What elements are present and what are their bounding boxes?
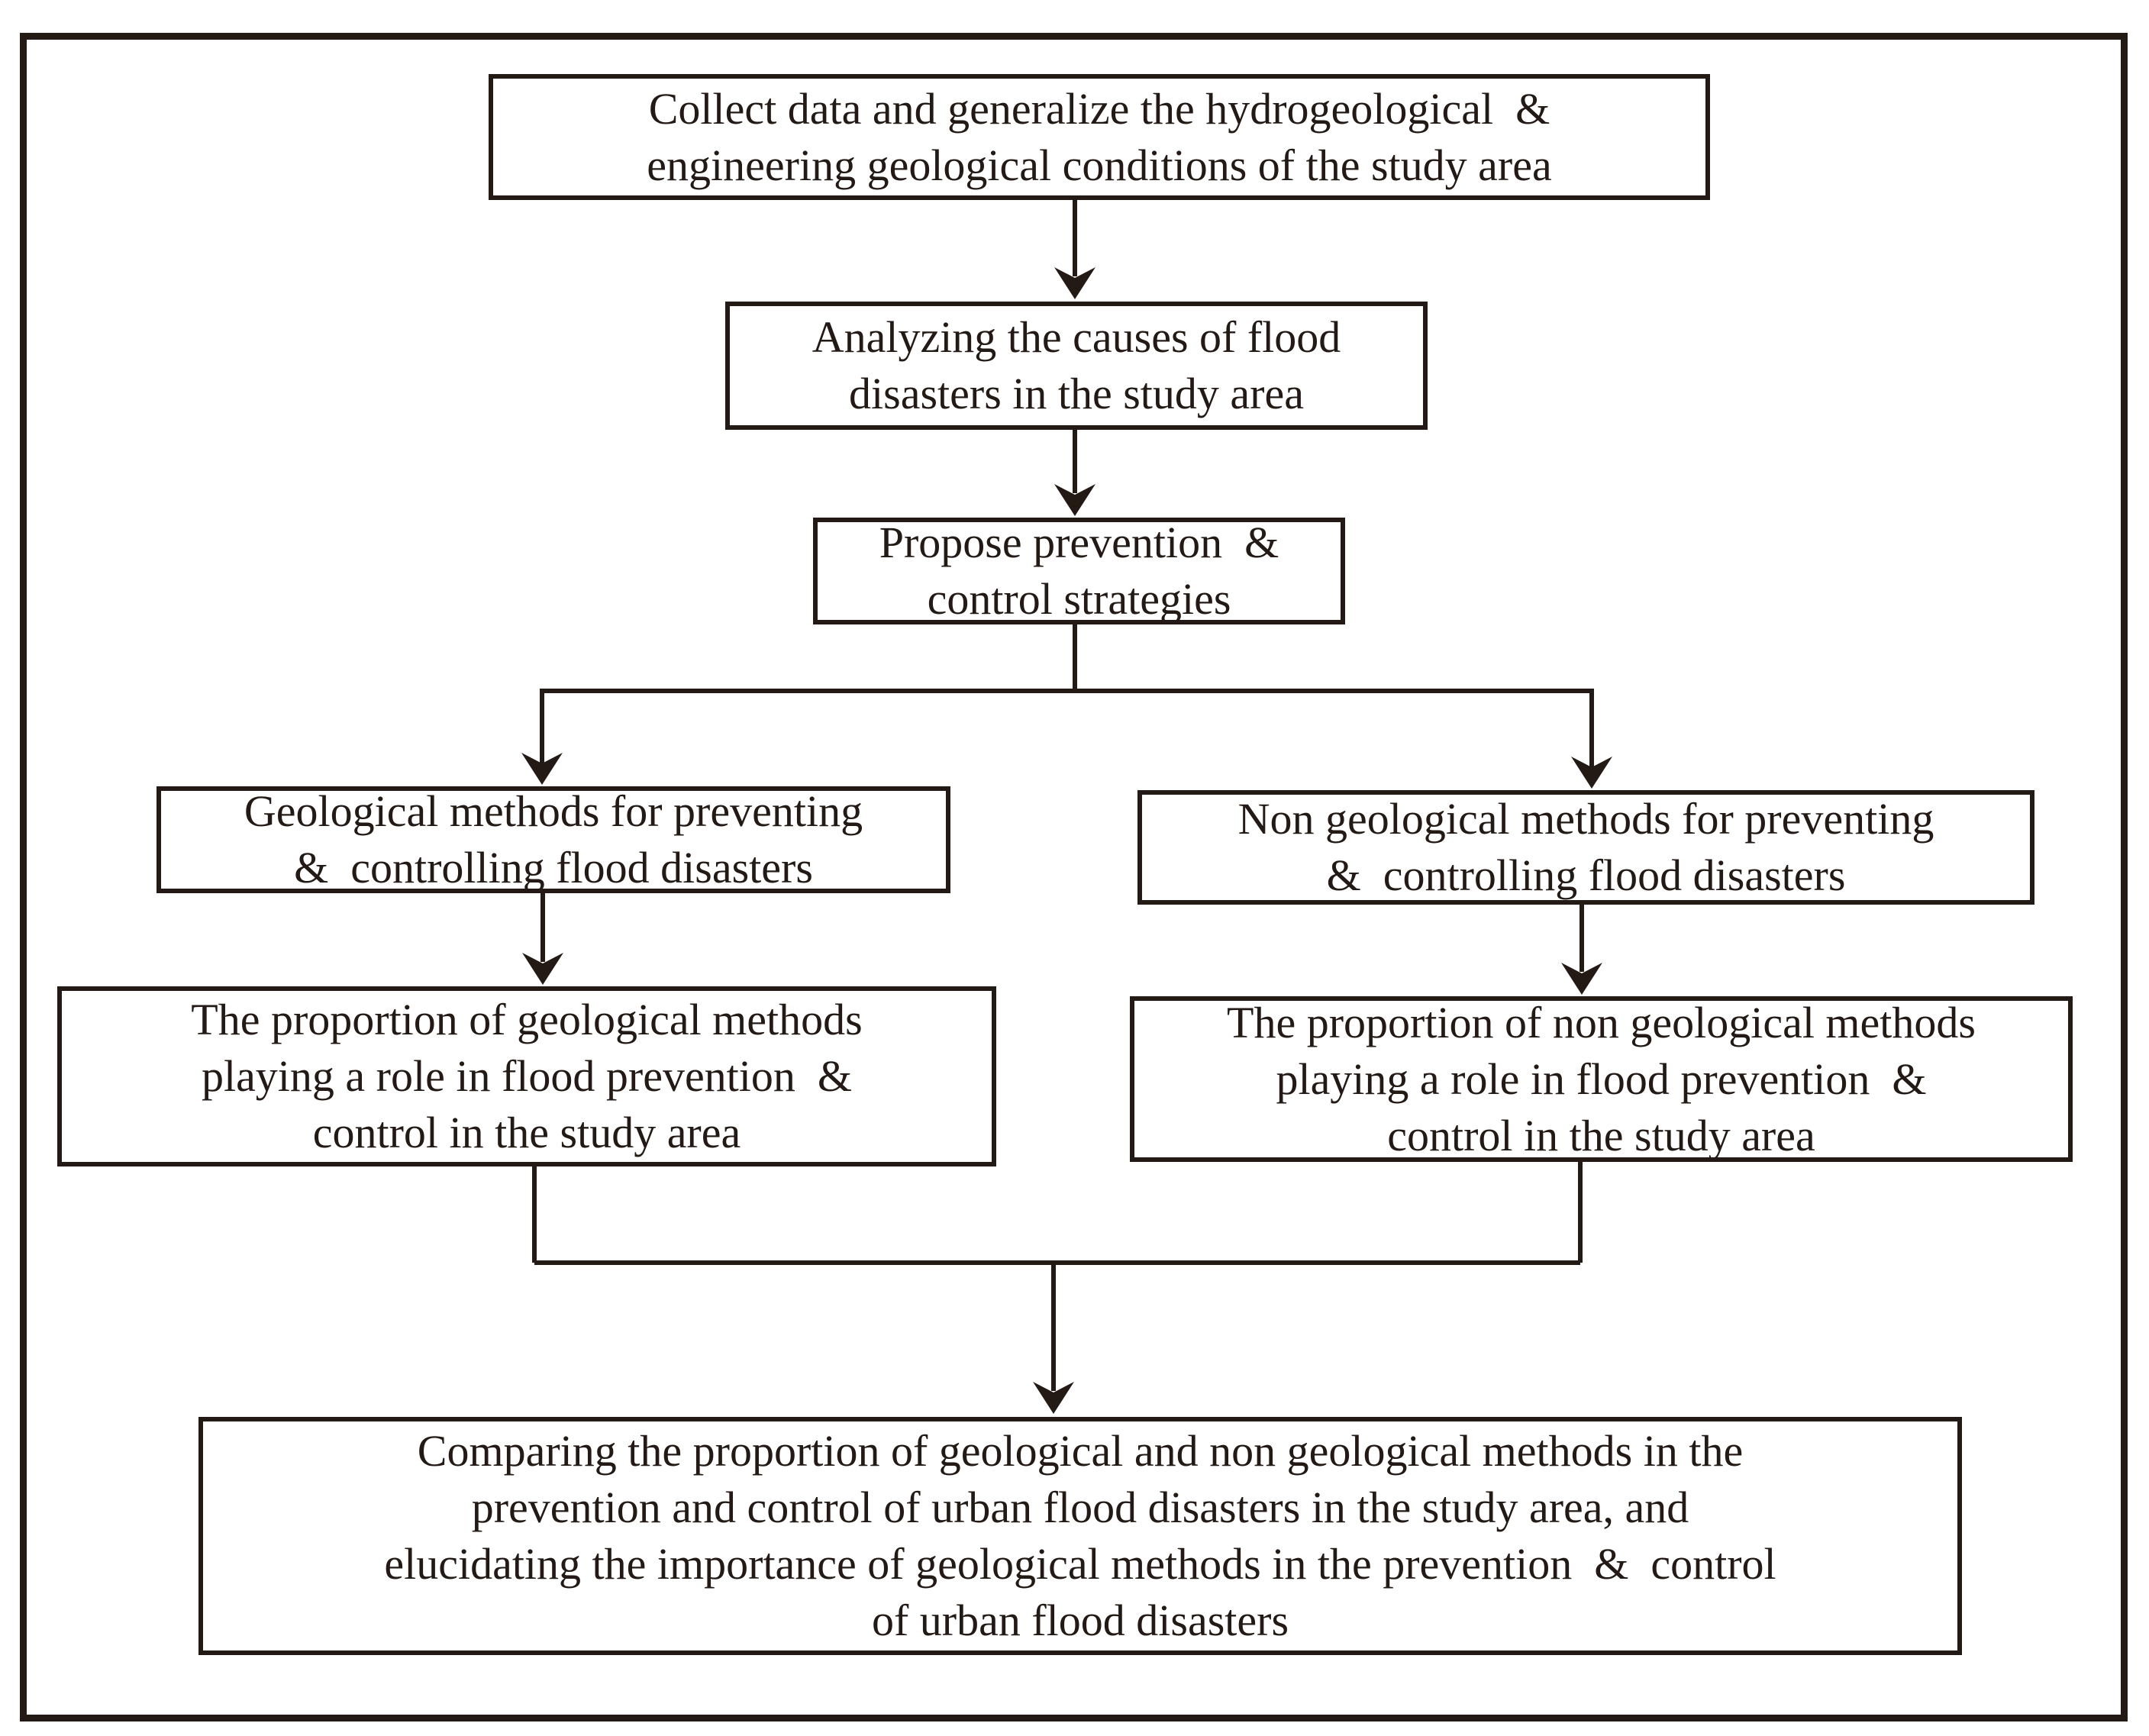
node-line: & controlling flood disasters [294,843,813,892]
node-line: control strategies [927,574,1231,624]
node-line: The proportion of non geological methods [1227,997,1976,1047]
node-geological-proportion: The proportion of geological methods pla… [57,986,996,1166]
node-comparison-conclusion: Comparing the proportion of geological a… [198,1417,1962,1655]
node-line: Collect data and generalize the hydrogeo… [648,83,1550,134]
arrow-geo-to-geo-proportion [522,893,563,985]
node-line: prevention and control of urban flood di… [471,1483,1689,1532]
node-line: & controlling flood disasters [1326,850,1846,900]
branch-propose-to-methods [521,624,1612,789]
node-non-geological-proportion: The proportion of non geological methods… [1130,996,2073,1162]
node-line: playing a role in flood prevention & [201,1051,853,1101]
merge-proportions-to-comparison [532,1160,1583,1414]
node-analyze-causes: Analyzing the causes of flood disasters … [725,302,1428,430]
outer-frame [20,33,2128,1721]
node-line: The proportion of geological methods [191,995,863,1044]
node-line: control in the study area [312,1108,741,1157]
arrowhead-icon [521,753,563,785]
node-line: Non geological methods for preventing [1237,794,1934,844]
node-propose-strategies: Propose prevention & control strategies [813,518,1345,624]
arrow-nongeo-to-nongeo-proportion [1561,905,1602,995]
arrowhead-icon [1561,963,1602,995]
node-geological-methods: Geological methods for preventing & cont… [156,786,950,893]
arrowhead-icon [1054,267,1095,299]
arrow-analyze-to-propose [1054,430,1095,516]
arrowhead-icon [1054,484,1095,516]
node-line: disasters in the study area [849,369,1304,418]
node-line: Analyzing the causes of flood [812,312,1341,362]
arrow-collect-to-analyze [1054,200,1095,299]
arrowhead-icon [1571,757,1612,789]
node-line: control in the study area [1387,1110,1815,1160]
node-line: engineering geological conditions of the… [647,140,1552,190]
node-collect-data: Collect data and generalize the hydrogeo… [489,74,1710,200]
node-line: playing a role in flood prevention & [1276,1054,1927,1104]
arrowhead-icon [1033,1382,1074,1414]
node-non-geological-methods: Non geological methods for preventing & … [1137,790,2034,905]
node-line: elucidating the importance of geological… [384,1539,1776,1589]
node-line: of urban flood disasters [871,1596,1289,1645]
node-line: Propose prevention & [879,518,1279,567]
node-line: Comparing the proportion of geological a… [417,1426,1744,1476]
node-line: Geological methods for preventing [244,786,863,836]
arrowhead-icon [522,953,563,985]
